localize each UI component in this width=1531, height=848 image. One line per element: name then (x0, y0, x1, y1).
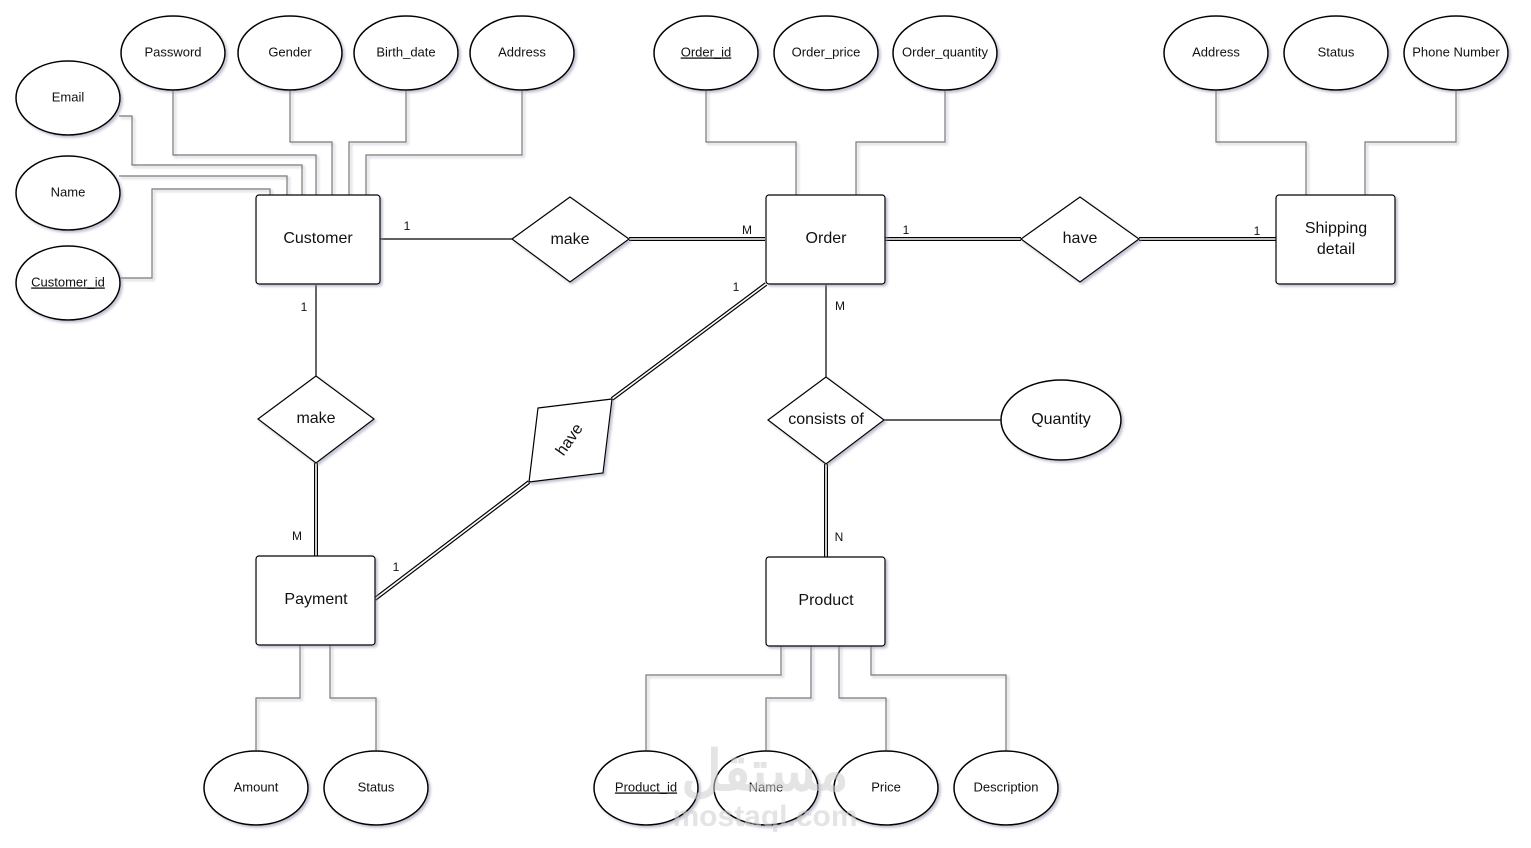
connector-ship-phone (1364, 90, 1457, 195)
attribute-product-name[interactable]: Name (713, 750, 819, 826)
attribute-phone-number[interactable]: Phone Number (1403, 15, 1509, 91)
cardinality-order-make: M (742, 223, 752, 237)
attribute-name[interactable]: Name (15, 155, 121, 231)
entity-customer-label: Customer (283, 230, 353, 247)
connector-product-name (765, 645, 812, 751)
connector-birthdate (348, 90, 407, 195)
cardinality-order-consists: M (835, 299, 845, 313)
watermark: مستقل mostaql.com (672, 739, 857, 833)
svg-text:Product_id: Product_id (615, 779, 677, 794)
svg-text:Quantity: Quantity (1031, 411, 1091, 428)
connector-email (119, 115, 303, 195)
svg-text:Address: Address (498, 44, 546, 59)
connector-ship-address (1215, 90, 1307, 195)
cardinality-customer-make: 1 (404, 219, 411, 233)
attribute-payment-status[interactable]: Status (323, 750, 429, 826)
watermark-latin: mostaql.com (672, 800, 857, 833)
connector-pay-status (329, 645, 377, 751)
svg-text:Description: Description (973, 779, 1038, 794)
relationship-consists-label: consists of (788, 411, 864, 428)
relationship-links (314, 237, 1276, 601)
relationship-customer-order[interactable]: make (510, 196, 631, 283)
attribute-order-quantity[interactable]: Order_quantity (892, 15, 998, 91)
attribute-quantity[interactable]: Quantity (1000, 379, 1122, 461)
attribute-product-id[interactable]: Product_id (593, 750, 699, 826)
attribute-order-id[interactable]: Order_id (653, 15, 759, 91)
entity-customer[interactable]: Customer (255, 194, 381, 285)
attribute-shipping-status[interactable]: Status (1283, 15, 1389, 91)
svg-text:Phone Number: Phone Number (1412, 44, 1500, 59)
connector-product-id (645, 645, 782, 751)
cardinality-order-have: 1 (903, 223, 910, 237)
cardinality-payment-have: 1 (393, 560, 400, 574)
attribute-description[interactable]: Description (953, 750, 1059, 826)
relationship-order-shipping[interactable]: have (1019, 196, 1141, 283)
entity-shipping-label-line2: detail (1317, 241, 1355, 258)
attribute-customer-address[interactable]: Address (469, 15, 575, 91)
connector-gender (289, 90, 333, 195)
attribute-gender[interactable]: Gender (237, 15, 343, 91)
svg-text:Name: Name (749, 779, 784, 794)
attribute-customer-id[interactable]: Customer_id (15, 245, 121, 321)
cardinality-payment-make: M (292, 529, 302, 543)
svg-text:Email: Email (52, 89, 85, 104)
connector-customer-address (365, 90, 523, 195)
svg-text:Gender: Gender (268, 44, 312, 59)
svg-text:Price: Price (871, 779, 901, 794)
entity-shipping-detail[interactable]: Shipping detail (1275, 194, 1396, 285)
svg-text:Order_id: Order_id (681, 44, 732, 59)
connector-password (172, 90, 317, 195)
attribute-amount[interactable]: Amount (203, 750, 309, 826)
connector-amount (255, 645, 301, 751)
svg-text:Name: Name (51, 184, 86, 199)
relationship-order-payment[interactable]: have (528, 398, 613, 483)
relationship-make-label: make (550, 231, 589, 248)
svg-text:Password: Password (144, 44, 201, 59)
connector-customer-id (120, 188, 271, 279)
svg-text:Customer_id: Customer_id (31, 274, 105, 289)
attribute-email[interactable]: Email (15, 60, 121, 136)
svg-text:Amount: Amount (234, 779, 279, 794)
cardinality-product-consists: N (835, 530, 844, 544)
attribute-price[interactable]: Price (833, 750, 939, 826)
entity-order[interactable]: Order (765, 194, 886, 285)
entity-product[interactable]: Product (765, 556, 886, 647)
cardinality-customer-make-payment: 1 (301, 300, 308, 314)
cardinalities: 1 M 1 1 1 M 1 1 M N (292, 219, 1261, 574)
connector-price (838, 645, 887, 751)
attribute-birth-date[interactable]: Birth_date (353, 15, 459, 91)
cardinality-order-have-payment: 1 (733, 280, 740, 294)
relationship-have-label: have (1063, 230, 1098, 247)
entity-payment-label: Payment (284, 591, 348, 608)
entity-shipping-label-line1: Shipping (1305, 220, 1367, 237)
relationship-customer-payment[interactable]: make (256, 375, 376, 464)
svg-text:Status: Status (358, 779, 395, 794)
entity-payment[interactable]: Payment (255, 555, 376, 646)
cardinality-shipping-have: 1 (1254, 224, 1261, 238)
svg-text:Birth_date: Birth_date (376, 44, 435, 59)
relationship-make-payment-label: make (296, 410, 335, 427)
relationship-order-product[interactable]: consists of (766, 376, 886, 465)
attribute-connectors (119, 90, 1457, 751)
svg-text:Address: Address (1192, 44, 1240, 59)
svg-text:Order_quantity: Order_quantity (902, 44, 988, 59)
entity-order-label: Order (806, 230, 848, 247)
attribute-order-price[interactable]: Order_price (773, 15, 879, 91)
watermark-arabic: مستقل (681, 739, 849, 802)
attribute-shipping-address[interactable]: Address (1163, 15, 1269, 91)
attribute-password[interactable]: Password (120, 15, 226, 91)
connector-order-quantity (855, 90, 946, 195)
connector-order-id (705, 90, 797, 195)
entity-product-label: Product (798, 592, 854, 609)
svg-text:Order_price: Order_price (792, 44, 861, 59)
svg-text:Status: Status (1318, 44, 1355, 59)
connector-name (119, 175, 288, 195)
connector-description (870, 645, 1007, 751)
